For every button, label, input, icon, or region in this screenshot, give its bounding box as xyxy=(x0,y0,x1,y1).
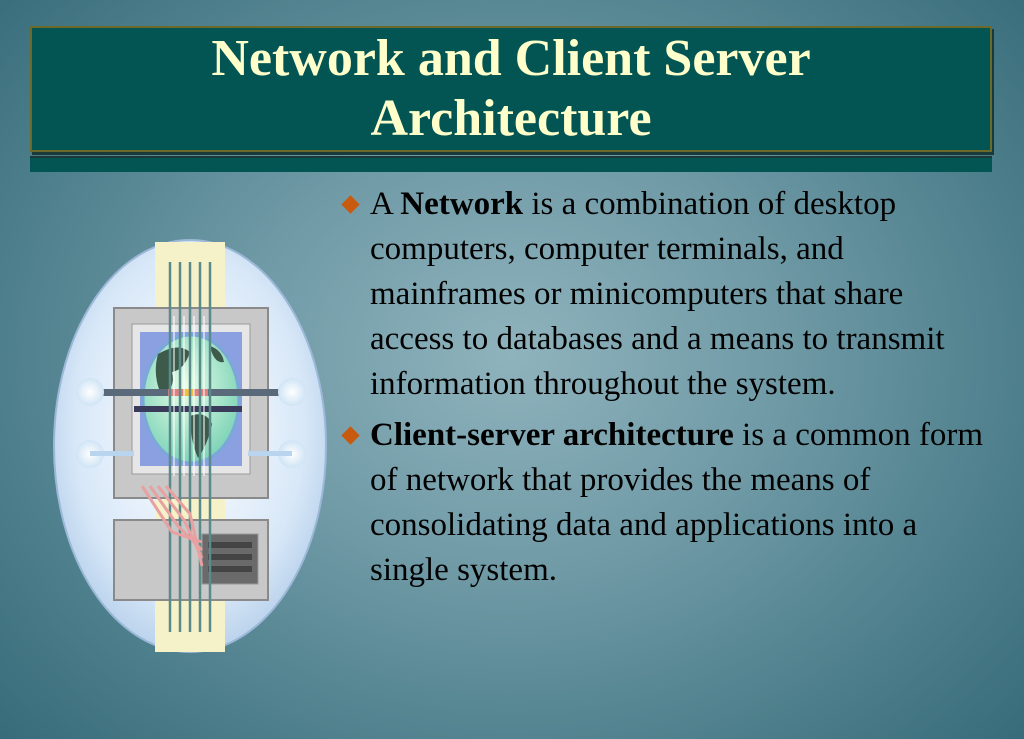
title-underline-bar xyxy=(30,156,992,172)
bullet-body-text: is a common form of network that provide… xyxy=(370,417,984,588)
bullet-list: A Network is a combination of desktop co… xyxy=(341,182,992,599)
title-bar: Network and Client Server Architecture xyxy=(30,26,992,152)
diamond-bullet-icon xyxy=(341,195,360,214)
diamond-bullet-icon xyxy=(341,426,360,445)
slide-title-line-2: Architecture xyxy=(370,90,652,147)
network-computer-globe-icon xyxy=(53,239,327,653)
bullet-body-text: is a combination of desktop computers, c… xyxy=(370,186,945,402)
bullet-network: A Network is a combination of desktop co… xyxy=(341,182,992,407)
bullet-client-server: Client-server architecture is a common f… xyxy=(341,413,992,593)
slide-title-line-1: Network and Client Server xyxy=(211,30,811,87)
bullet-term: Network xyxy=(400,186,524,222)
bullet-term: Client-server architecture xyxy=(370,417,734,453)
bullet-lead-text: A xyxy=(370,186,401,222)
